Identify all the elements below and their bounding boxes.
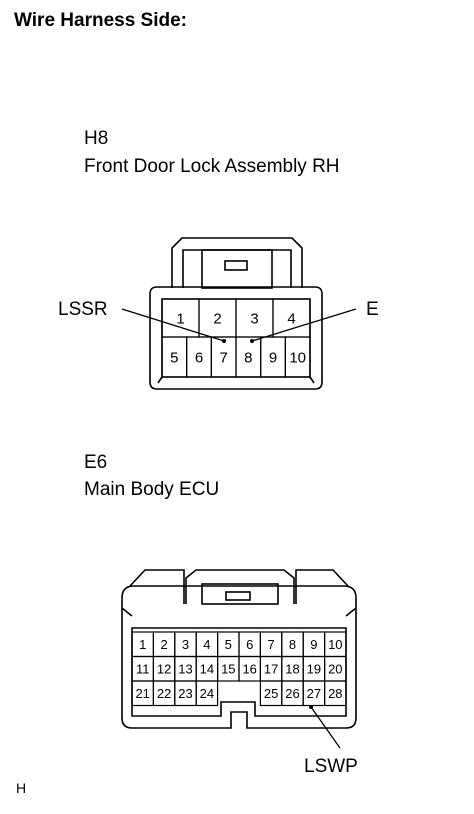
e6-pin-24-cell	[195, 680, 219, 707]
page-title: Wire Harness Side:	[14, 10, 188, 31]
callout-lswp-leader	[310, 706, 341, 749]
e6-pin-23-label: 23	[178, 686, 192, 701]
callout-lssr-dot	[222, 339, 226, 343]
e6-pin-22-label: 22	[157, 686, 171, 701]
e6-pin-25-label: 25	[264, 686, 278, 701]
e6-pin-13-label: 13	[178, 661, 192, 676]
h8-pin-5-label: 5	[170, 349, 178, 366]
h8-pin-2-label: 2	[213, 310, 221, 327]
e6-pin-18-label: 18	[285, 661, 299, 676]
e6-pin-19-label: 19	[307, 661, 321, 676]
connector-e6-name: Main Body ECU	[84, 479, 220, 500]
connector-h8-code: H8	[84, 128, 109, 149]
e6-pin-4-label: 4	[203, 637, 210, 652]
e6-pin-11-label: 11	[136, 661, 150, 676]
e6-pin-16-label: 16	[242, 661, 256, 676]
e6-pin-5-label: 5	[225, 637, 232, 652]
connector-h8-name: Front Door Lock Assembly RH	[84, 156, 340, 177]
callout-e-label: E	[366, 299, 379, 320]
callout-e-dot	[250, 339, 254, 343]
e6-pin-14-label: 14	[200, 661, 214, 676]
h8-pin-1-label: 1	[176, 310, 184, 327]
connector-h8-top-row: 1 2 3 4	[161, 298, 311, 338]
footer-mark: H	[16, 780, 27, 796]
h8-pin-4-label: 4	[287, 310, 295, 327]
h8-pin-6-label: 6	[195, 349, 203, 366]
connector-e6-code: E6	[84, 452, 108, 473]
callout-lswp-label: LSWP	[304, 756, 358, 777]
e6-pin-12-label: 12	[157, 661, 171, 676]
callout-lssr-leader	[121, 308, 225, 342]
e6-pin-8-label: 8	[289, 637, 296, 652]
e6-pin-2-label: 2	[160, 637, 167, 652]
e6-pin-10-label: 10	[328, 637, 342, 652]
e6-pin-7-label: 7	[267, 637, 274, 652]
e6-pin-20-label: 20	[328, 661, 342, 676]
e6-pin-1-label: 1	[139, 637, 146, 652]
h8-pin-9-label: 9	[269, 349, 277, 366]
e6-pin-27-label: 27	[307, 686, 321, 701]
h8-pin-3-label: 3	[250, 310, 258, 327]
e6-pin-17-label: 17	[264, 661, 278, 676]
e6-pin-15-label: 15	[221, 661, 235, 676]
h8-pin-10-cell	[284, 336, 311, 378]
e6-pin-21-label: 21	[135, 686, 149, 701]
h8-pin-7-label: 7	[220, 349, 228, 366]
e6-pin-24-label: 24	[200, 686, 214, 701]
e6-pin-6-label: 6	[246, 637, 253, 652]
e6-pin-26-label: 26	[285, 686, 299, 701]
e6-pin-3-label: 3	[182, 637, 189, 652]
callout-lswp-dot	[309, 705, 313, 709]
h8-pin-8-label: 8	[244, 349, 252, 366]
h8-pin-10-label: 10	[289, 349, 306, 366]
callout-e-leader	[251, 308, 357, 342]
callout-lssr-label: LSSR	[58, 299, 108, 320]
e6-pin-9-label: 9	[310, 637, 317, 652]
e6-pin-28-cell	[324, 680, 347, 707]
e6-pin-28-label: 28	[328, 686, 342, 701]
